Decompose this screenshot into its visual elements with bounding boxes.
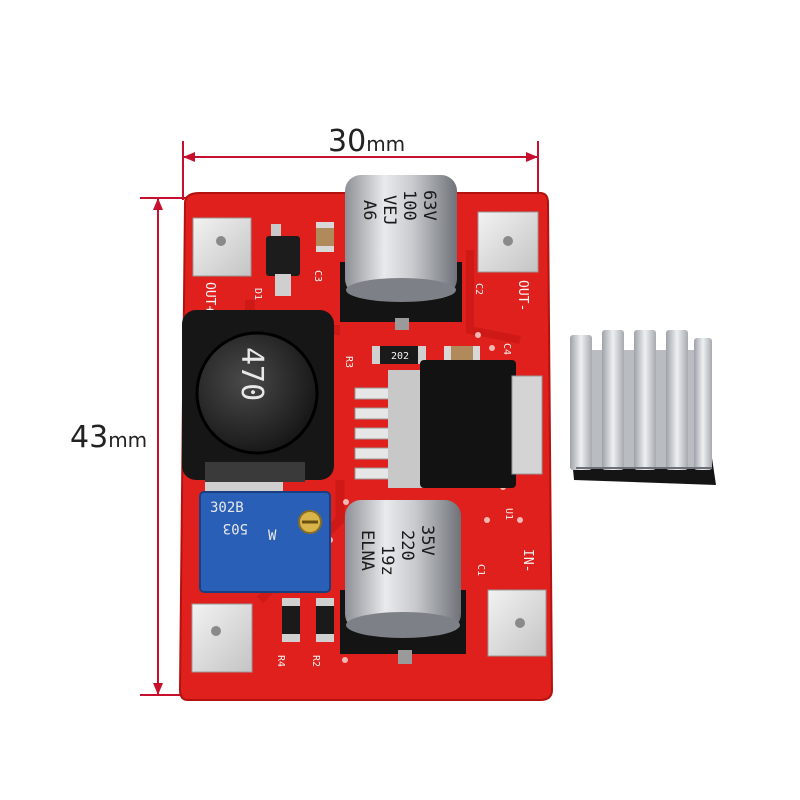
silk-c3: C3 bbox=[312, 270, 323, 282]
regulator-ic-u1 bbox=[354, 360, 543, 488]
cap-bottom-line1: ELNA bbox=[357, 530, 377, 571]
silk-u1: U1 bbox=[503, 508, 514, 520]
smd-capacitor-c4 bbox=[444, 346, 480, 364]
cap-top-line1: A6 bbox=[359, 200, 379, 220]
smd-capacitor-c3 bbox=[316, 222, 334, 252]
silk-r4: R4 bbox=[275, 655, 286, 667]
pot-line3: 503 bbox=[223, 520, 248, 536]
height-label: 43mm bbox=[70, 420, 147, 455]
cap-bottom-line3: 220 bbox=[397, 530, 417, 561]
silk-c2: C2 bbox=[473, 283, 484, 295]
cap-top-line3: 100 bbox=[399, 190, 419, 221]
silk-out-plus: OUT+ bbox=[202, 282, 217, 313]
silk-r2: R2 bbox=[310, 655, 321, 667]
heatsink bbox=[570, 330, 716, 485]
smd-resistor-r3: 202 bbox=[372, 346, 426, 364]
cap-bottom-line2: 19z bbox=[377, 545, 397, 576]
power-inductor: 470 bbox=[182, 310, 334, 482]
electrolytic-capacitor-bottom: ELNA 19z 220 35V bbox=[340, 500, 466, 664]
silk-c4: C4 bbox=[501, 343, 512, 355]
silk-c1: C1 bbox=[475, 564, 486, 576]
width-label: 30mm bbox=[328, 124, 405, 159]
smd-resistor-r4 bbox=[282, 598, 300, 642]
small-chip-marking: 202 bbox=[391, 351, 409, 362]
silk-d1: D1 bbox=[252, 288, 263, 300]
terminal-pad-out-plus bbox=[192, 217, 252, 277]
electrolytic-capacitor-top: A6 VEJ 100 63V bbox=[340, 175, 462, 330]
cap-top-line2: VEJ bbox=[379, 195, 399, 226]
height-dimension: 43mm bbox=[70, 197, 198, 696]
silk-in-minus: IN- bbox=[520, 549, 535, 572]
inductor-marking: 470 bbox=[234, 347, 269, 401]
diode-d1 bbox=[266, 224, 300, 296]
pot-line2: W bbox=[268, 528, 277, 544]
terminal-pad-in-minus bbox=[487, 589, 547, 657]
smd-resistor-r2 bbox=[316, 598, 334, 642]
width-dimension: 30mm bbox=[182, 124, 539, 200]
terminal-pad-out-minus bbox=[477, 211, 539, 273]
pot-line1: 302B bbox=[210, 500, 244, 516]
trimmer-potentiometer: 302B W 503 bbox=[199, 482, 331, 593]
silk-r3: R3 bbox=[343, 356, 354, 368]
silk-out-minus: OUT- bbox=[515, 280, 530, 311]
terminal-pad-in-plus bbox=[191, 603, 253, 673]
cap-top-line4: 63V bbox=[419, 190, 439, 221]
cap-bottom-line4: 35V bbox=[417, 525, 437, 556]
